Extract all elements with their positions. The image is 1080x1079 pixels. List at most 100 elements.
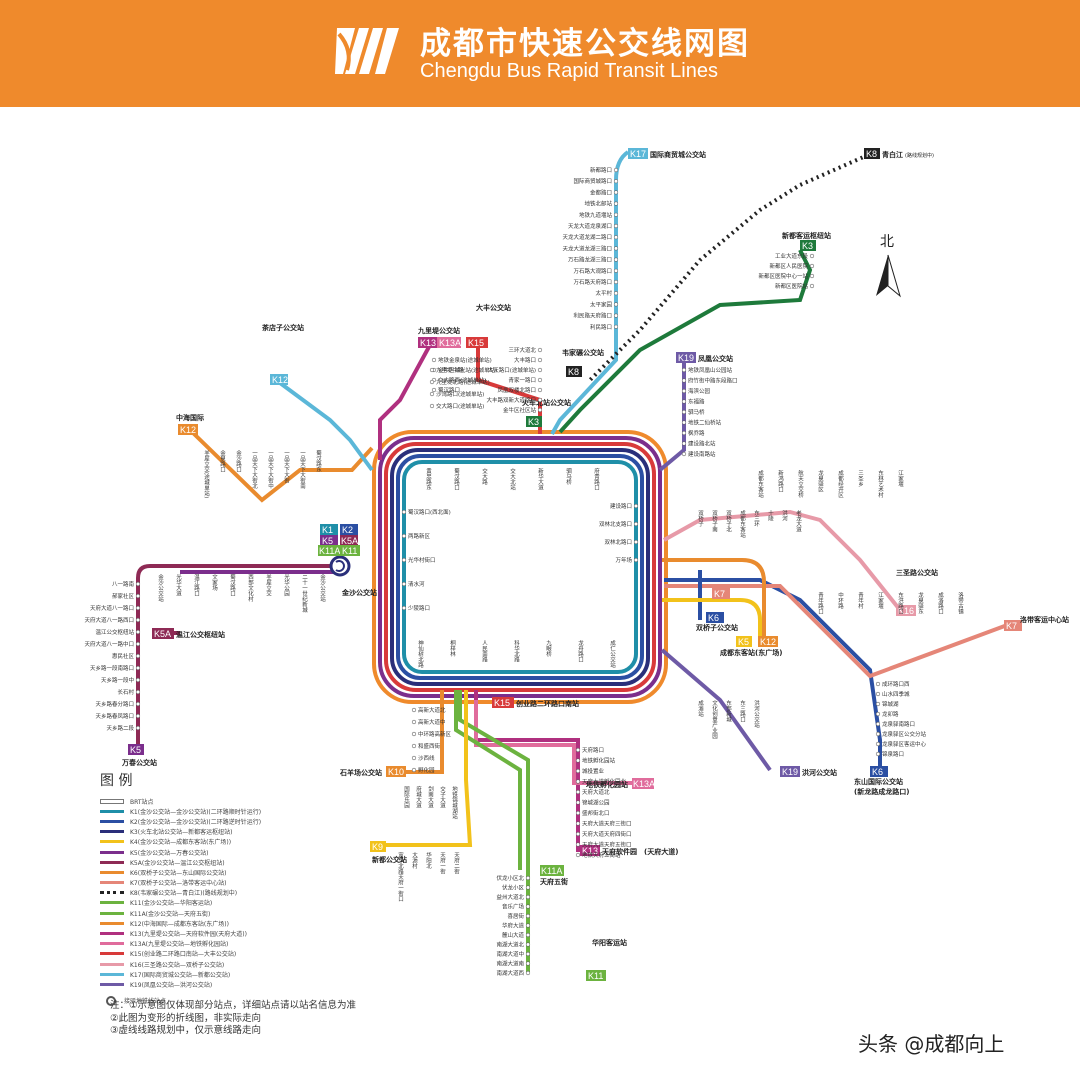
svg-text:东山国际公交站: 东山国际公交站 xyxy=(854,777,903,786)
station-label: 天府一街 xyxy=(439,852,446,876)
station-labels: 新都路口国际商贸城路口金都路口地铁北邮站地铁九道堰站天龙大道龙泉湖口天龙大道龙湖… xyxy=(84,166,963,977)
station-label: 温江公交枢纽站 xyxy=(95,628,134,636)
station-label: 建设路口 xyxy=(610,502,632,510)
station-dot xyxy=(681,399,687,404)
legend-entry: K16(三圣路公交站—双桥子公交站) xyxy=(100,959,350,969)
station-label: 城投置业 xyxy=(582,767,605,775)
station-dot xyxy=(401,581,407,587)
legend-swatch xyxy=(100,901,124,905)
legend-entry-label: K6(双桥子公交站—东山国际公交站) xyxy=(130,869,227,877)
station-label: 八一路南 xyxy=(112,580,135,588)
station-dot xyxy=(575,789,581,795)
station-label: 成仁公交站 xyxy=(609,639,616,669)
station-dot xyxy=(525,961,531,966)
station-dot xyxy=(411,719,417,725)
station-label: 地铁孵化园站 xyxy=(582,757,616,765)
station-dot xyxy=(613,223,619,229)
station-label: 西部文化村 xyxy=(247,574,254,602)
station-dot xyxy=(809,273,815,279)
station-dot xyxy=(875,751,881,757)
station-label: 天府路口 xyxy=(582,746,604,754)
station-dot xyxy=(633,539,639,545)
legend-entry-label: K8(韦家碾公交站—青白江)(路线规划中) xyxy=(130,890,238,898)
station-label: 九里堤中路 xyxy=(436,366,464,374)
station-dot xyxy=(875,681,881,687)
svg-text:K7: K7 xyxy=(714,589,725,599)
hub-transfer-icon xyxy=(329,555,351,577)
station-label: 羊犀立交(途城单站) xyxy=(203,449,210,498)
station-label: 蜀汉路口 xyxy=(229,574,236,598)
station-dot xyxy=(431,387,437,393)
station-label: 新鸿路口 xyxy=(777,469,784,494)
brt-logo-icon xyxy=(335,28,399,74)
legend-swatch xyxy=(100,972,124,976)
station-dot xyxy=(537,407,543,413)
station-label: 成环路口西 xyxy=(882,680,910,688)
station-label: 太平家园 xyxy=(590,300,613,308)
svg-text:(路线规划中): (路线规划中) xyxy=(905,152,934,159)
station-dot xyxy=(411,767,417,773)
station-dot xyxy=(135,665,141,671)
station-dot xyxy=(401,605,407,611)
svg-text:K2: K2 xyxy=(342,525,353,535)
transit-map: 北 xyxy=(84,148,1069,981)
station-dot xyxy=(135,653,141,659)
station-dot xyxy=(135,689,141,695)
station-dot xyxy=(525,951,531,957)
station-dot xyxy=(875,711,881,717)
station-dot xyxy=(429,391,435,397)
station-dot xyxy=(431,357,437,363)
legend-entry: K2(金沙公交站—金沙公交站)(二环路逆时针运行) xyxy=(100,816,350,826)
station-label: 青家一路口 xyxy=(508,376,536,384)
station-label: 东洪路口 xyxy=(897,591,904,616)
station-dot xyxy=(135,593,141,599)
station-dot xyxy=(401,533,407,539)
station-dot xyxy=(809,263,815,269)
legend-entry-label: K16(三圣路公交站—双桥子公交站) xyxy=(130,961,225,969)
station-label: 长石村 xyxy=(117,688,134,696)
svg-text:K6: K6 xyxy=(708,613,719,623)
station-dot xyxy=(411,755,417,761)
station-label: 交大路 xyxy=(481,467,488,486)
station-label: 桐梓林 xyxy=(449,639,456,658)
station-label: 枫乔路 xyxy=(688,429,705,437)
station-label: 天府大道天府三街口 xyxy=(582,820,632,828)
station-label: 九里堤北路(途城单站) xyxy=(436,378,490,386)
station-dot xyxy=(135,713,141,719)
map-layer: 北 xyxy=(84,148,1069,981)
svg-text:K13A: K13A xyxy=(633,779,655,789)
station-label: 天府大道八一路西口 xyxy=(84,616,134,624)
legend-entry: K6(双桥子公交站—东山国际公交站) xyxy=(100,867,350,877)
station-label: 和盛西街 xyxy=(418,742,441,750)
station-dot xyxy=(875,721,881,727)
station-label: 益州大道北 xyxy=(496,893,524,901)
svg-text:K1: K1 xyxy=(322,525,333,535)
station-label: 蜀汉路东 xyxy=(315,450,322,473)
station-dot xyxy=(575,810,581,816)
station-label: 府青路口 xyxy=(593,467,600,492)
station-label: 大天路口(途城单站) xyxy=(488,366,536,374)
svg-text:金沙公交站: 金沙公交站 xyxy=(341,588,377,597)
station-label: 海滨公园 xyxy=(688,387,711,395)
station-label: 喜居街 xyxy=(507,912,524,920)
station-label: 金沙公交站 xyxy=(157,573,164,603)
station-label: 青年路口 xyxy=(817,591,824,616)
station-dot xyxy=(537,397,543,403)
station-dot xyxy=(525,904,531,909)
svg-text:新都客运枢纽站: 新都客运枢纽站 xyxy=(782,231,831,240)
station-label: 天乡路一段南路口 xyxy=(90,664,134,672)
legend-entry-label: K11(金沙公交站—华阳客运站) xyxy=(130,900,213,908)
legend-swatch xyxy=(100,840,124,844)
station-dot xyxy=(575,821,581,826)
svg-text:三圣路公交站: 三圣路公交站 xyxy=(896,568,938,577)
svg-text:(新龙路成龙路口): (新龙路成龙路口) xyxy=(854,787,909,796)
svg-text:万春公交站: 万春公交站 xyxy=(121,758,157,767)
station-dot xyxy=(537,367,543,373)
svg-text:K15: K15 xyxy=(468,338,484,348)
station-dot xyxy=(575,852,581,858)
station-label: 地铁北邮站 xyxy=(584,200,612,208)
station-label: 伏龙小区北 xyxy=(496,874,524,882)
station-label: 蜀汉路口(西北面) xyxy=(408,508,451,516)
svg-text:九里堤公交站: 九里堤公交站 xyxy=(417,326,460,335)
station-label: 建设南路站 xyxy=(688,450,716,458)
